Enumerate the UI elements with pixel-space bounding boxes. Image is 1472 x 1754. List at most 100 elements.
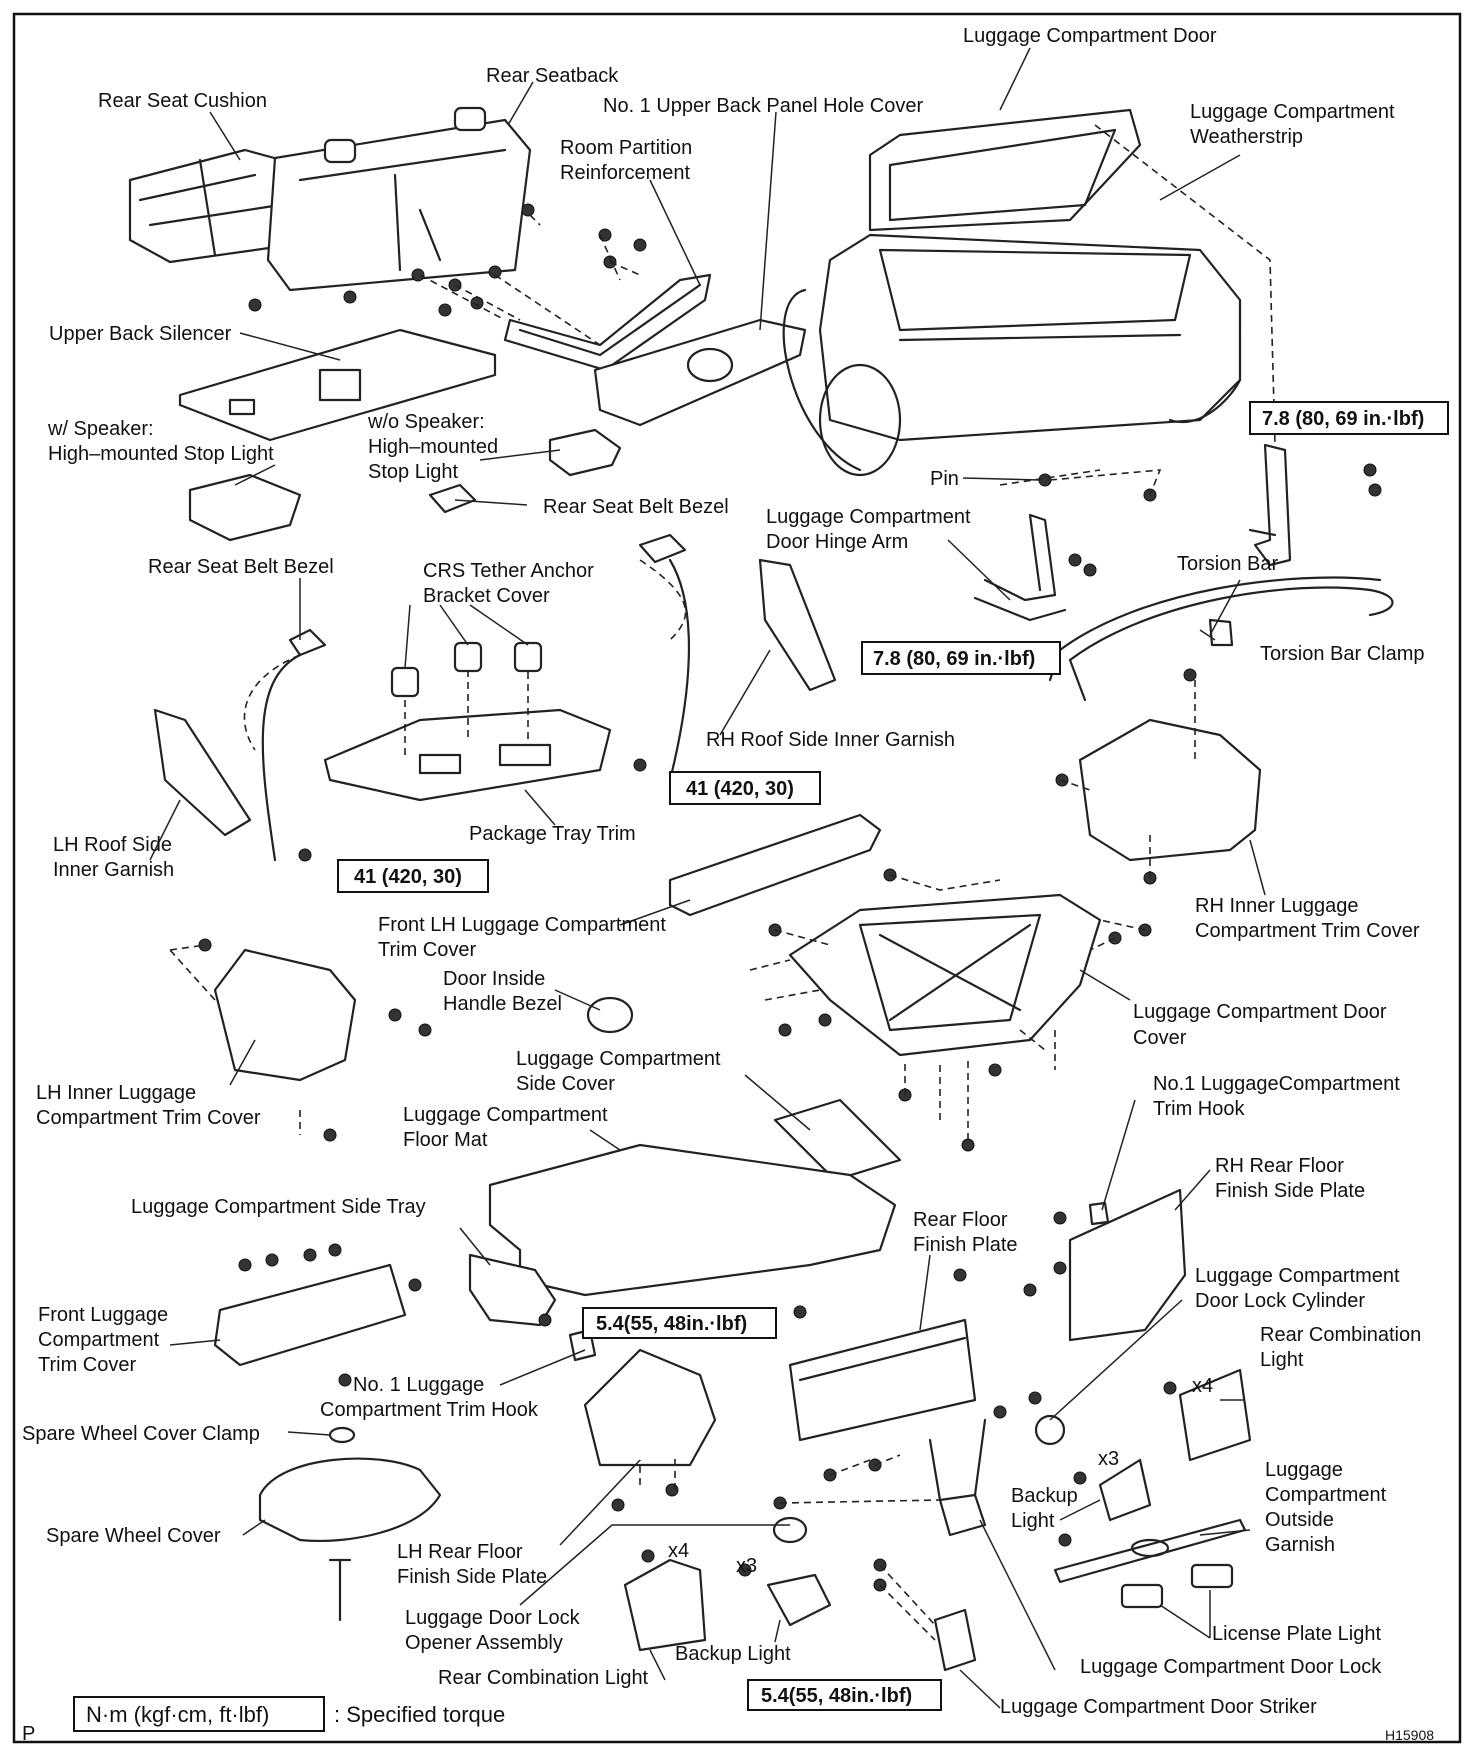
svg-text:41 (420, 30): 41 (420, 30) bbox=[354, 866, 462, 888]
label-door-handle-bezel-1: Door Inside bbox=[443, 968, 545, 990]
label-outside-garnish-2: Compartment bbox=[1265, 1484, 1387, 1506]
upper-back-silencer-drawing bbox=[178, 328, 497, 442]
front-luggage-trim-drawing bbox=[213, 1263, 407, 1367]
stop-light-wo-speaker-drawing bbox=[548, 428, 622, 477]
label-rh-inner-luggage-trim-1: RH Inner Luggage bbox=[1195, 895, 1358, 917]
torque-spec-belt-right: 41 (420, 30) bbox=[669, 771, 821, 805]
label-rh-rear-floor-plate-1: RH Rear Floor bbox=[1215, 1155, 1344, 1177]
label-room-partition-2: Reinforcement bbox=[560, 162, 691, 184]
svg-text:7.8 (80, 69 in.·lbf): 7.8 (80, 69 in.·lbf) bbox=[873, 648, 1035, 670]
label-backup-light-bottom: Backup Light bbox=[675, 1643, 791, 1665]
label-trim-hook-right-2: Trim Hook bbox=[1153, 1098, 1245, 1120]
label-rear-floor-finish-plate-2: Finish Plate bbox=[913, 1234, 1018, 1256]
lock-cylinder-drawing bbox=[1034, 1414, 1066, 1446]
label-trim-hook-left-1: No. 1 Luggage bbox=[353, 1374, 484, 1396]
torque-spec-belt-left: 41 (420, 30) bbox=[337, 859, 489, 893]
car-trunk-drawing bbox=[782, 108, 1242, 477]
rh-roof-side-garnish-drawing bbox=[758, 558, 837, 692]
label-wo-speaker-2: High–mounted bbox=[368, 436, 498, 458]
package-tray-trim-drawing bbox=[323, 641, 612, 802]
label-wo-speaker-3: Stop Light bbox=[368, 461, 459, 483]
label-crs-tether-1: CRS Tether Anchor bbox=[423, 560, 594, 582]
rear-combination-light-right-drawing bbox=[1178, 1368, 1252, 1462]
label-w-speaker-2: High–mounted Stop Light bbox=[48, 443, 274, 465]
license-plate-light-2-drawing bbox=[1190, 1563, 1234, 1589]
rear-seat-cushion-drawing bbox=[128, 148, 302, 264]
label-lock-opener-1: Luggage Door Lock bbox=[405, 1607, 581, 1629]
lh-inner-luggage-trim-drawing bbox=[213, 948, 357, 1082]
label-hole-cover: No. 1 Upper Back Panel Hole Cover bbox=[603, 95, 923, 117]
label-rear-seat-cushion: Rear Seat Cushion bbox=[98, 90, 267, 112]
label-door-handle-bezel-2: Handle Bezel bbox=[443, 993, 562, 1015]
figure-id: H15908 bbox=[1385, 1727, 1434, 1743]
label-hinge-arm-1: Luggage Compartment bbox=[766, 506, 971, 528]
garnish-emblem-drawing bbox=[1130, 1538, 1170, 1558]
label-side-tray: Luggage Compartment Side Tray bbox=[131, 1196, 426, 1218]
torque-spec-striker: 5.4(55, 48in.·lbf) bbox=[747, 1679, 942, 1711]
room-partition-reinforcement-drawing bbox=[503, 273, 712, 372]
legend-unit: N·m (kgf·cm, ft·lbf) bbox=[86, 1702, 269, 1727]
label-upper-back-silencer: Upper Back Silencer bbox=[49, 323, 232, 345]
hinge-right-drawing bbox=[1248, 443, 1292, 567]
lh-rear-floor-side-plate-drawing bbox=[583, 1348, 717, 1467]
seat-belt-right-drawing bbox=[668, 558, 691, 782]
label-crs-tether-2: Bracket Cover bbox=[423, 585, 550, 607]
spare-wheel-clamp-drawing bbox=[328, 1426, 356, 1444]
assembly-dashed-lines bbox=[169, 124, 1276, 1641]
label-side-cover-1: Luggage Compartment bbox=[516, 1048, 721, 1070]
rear-floor-finish-plate-drawing bbox=[788, 1318, 977, 1442]
hinge-arm-drawing bbox=[973, 513, 1067, 622]
label-package-tray-trim: Package Tray Trim bbox=[469, 823, 636, 845]
label-rear-seatback: Rear Seatback bbox=[486, 65, 619, 87]
label-corner-p: P bbox=[22, 1723, 35, 1745]
label-door-cover-2: Cover bbox=[1133, 1027, 1187, 1049]
label-lh-rear-floor-plate-2: Finish Side Plate bbox=[397, 1566, 547, 1588]
rear-seatback-drawing bbox=[266, 106, 532, 292]
svg-text:5.4(55, 48in.·lbf): 5.4(55, 48in.·lbf) bbox=[596, 1313, 747, 1335]
torsion-bar-drawing bbox=[1058, 576, 1394, 662]
label-trim-hook-left-2: Compartment Trim Hook bbox=[320, 1399, 539, 1421]
part-labels: Luggage Compartment Door Rear Seatback R… bbox=[22, 25, 1434, 1745]
stop-light-w-speaker-drawing bbox=[188, 473, 302, 542]
side-tray-drawing bbox=[468, 1253, 557, 1327]
label-door-lock: Luggage Compartment Door Lock bbox=[1080, 1656, 1382, 1678]
label-rh-inner-luggage-trim-2: Compartment Trim Cover bbox=[1195, 920, 1420, 942]
label-rh-rear-floor-plate-2: Finish Side Plate bbox=[1215, 1180, 1365, 1202]
label-rear-seat-belt-bezel-left: Rear Seat Belt Bezel bbox=[148, 556, 334, 578]
lh-roof-side-garnish-drawing bbox=[153, 708, 252, 837]
label-lh-inner-luggage-trim-1: LH Inner Luggage bbox=[36, 1082, 196, 1104]
label-spare-wheel-cover: Spare Wheel Cover bbox=[46, 1525, 221, 1547]
backup-light-right-drawing bbox=[1098, 1458, 1152, 1522]
label-lh-roof-side-garnish-2: Inner Garnish bbox=[53, 859, 174, 881]
rear-combination-light-left-drawing bbox=[623, 1558, 707, 1652]
label-weatherstrip-2: Weatherstrip bbox=[1190, 126, 1303, 148]
belt-bezel-right-drawing bbox=[638, 533, 687, 564]
label-hinge-arm-2: Door Hinge Arm bbox=[766, 531, 908, 553]
label-rear-combination-light-bottom: Rear Combination Light bbox=[438, 1667, 649, 1689]
label-lh-roof-side-garnish-1: LH Roof Side bbox=[53, 834, 172, 856]
label-x4-left: x4 bbox=[668, 1540, 689, 1562]
torque-spec-hinge-right: 7.8 (80, 69 in.·lbf) bbox=[1249, 401, 1449, 435]
door-handle-bezel-drawing bbox=[586, 996, 634, 1034]
label-rear-combination-light-right-2: Light bbox=[1260, 1349, 1304, 1371]
label-weatherstrip-1: Luggage Compartment bbox=[1190, 101, 1395, 123]
label-backup-light-right-2: Light bbox=[1011, 1510, 1055, 1532]
label-outside-garnish-3: Outside bbox=[1265, 1509, 1334, 1531]
label-torsion-bar-clamp: Torsion Bar Clamp bbox=[1260, 643, 1425, 665]
belt-bezel-center-drawing bbox=[428, 483, 477, 514]
label-outside-garnish-1: Luggage bbox=[1265, 1459, 1343, 1481]
label-room-partition-1: Room Partition bbox=[560, 137, 692, 159]
torque-spec-trim-hook: 5.4(55, 48in.·lbf) bbox=[582, 1307, 777, 1339]
door-lock-drawing bbox=[938, 1493, 987, 1537]
label-rear-seat-belt-bezel-right: Rear Seat Belt Bezel bbox=[543, 496, 729, 518]
label-outside-garnish-4: Garnish bbox=[1265, 1534, 1335, 1556]
label-door-striker: Luggage Compartment Door Striker bbox=[1000, 1696, 1317, 1718]
label-rear-combination-light-right-1: Rear Combination bbox=[1260, 1324, 1421, 1346]
label-lock-opener-2: Opener Assembly bbox=[405, 1632, 563, 1654]
spare-wheel-cover-drawing bbox=[258, 1457, 442, 1542]
svg-text:7.8 (80, 69 in.·lbf): 7.8 (80, 69 in.·lbf) bbox=[1262, 408, 1424, 430]
label-front-lh-luggage-trim-1: Front LH Luggage Compartment bbox=[378, 914, 666, 936]
seat-belt-left-drawing bbox=[261, 653, 302, 862]
trim-hook-right-drawing bbox=[1088, 1201, 1110, 1226]
